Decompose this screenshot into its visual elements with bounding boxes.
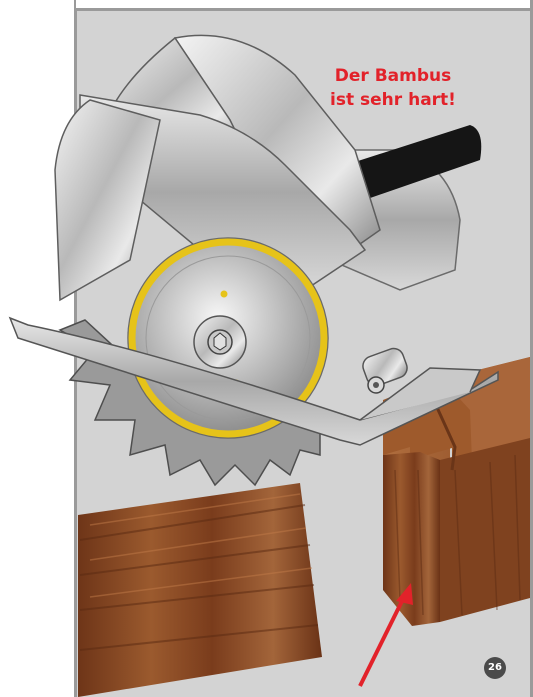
panel-border-top-line	[76, 8, 533, 11]
saw-base-plate	[8, 316, 499, 446]
cut-bamboo-board	[78, 483, 322, 697]
speech-line-2: ist sehr hart!	[330, 90, 456, 110]
red-arrow	[358, 583, 413, 687]
depth-adjust-knob	[362, 347, 408, 394]
speech-text: Der Bambus ist sehr hart!	[318, 64, 468, 112]
panel-border-top	[76, 0, 533, 9]
page-number-badge: 26	[484, 657, 506, 679]
upper-blade-guard	[54, 34, 381, 302]
speech-line-1: Der Bambus	[334, 66, 452, 86]
panel-border-right	[530, 0, 533, 697]
